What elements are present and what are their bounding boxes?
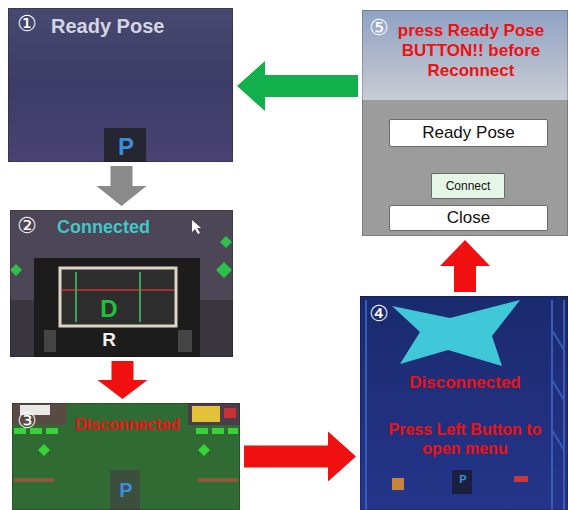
status-text: Ready Pose [51, 15, 164, 39]
dashboard-part [44, 330, 56, 352]
menu-button: Connect [431, 173, 505, 199]
status-text: Connected [57, 217, 150, 238]
scene-stripe [14, 478, 54, 482]
hud-diamond [10, 264, 22, 276]
screenshot-panel: ① Ready PoseP [8, 8, 233, 162]
panel-background [12, 403, 240, 510]
hud-diamond [216, 262, 232, 278]
gear-box [104, 128, 146, 162]
menu-button: Close [389, 205, 548, 231]
callout-number: ① [17, 11, 37, 37]
hud-diamond [198, 444, 210, 456]
screenshot-panel: ③ DisconnectedP [12, 403, 240, 510]
hud-bar [46, 428, 58, 434]
panel-background [8, 8, 233, 162]
hud-bar [228, 428, 238, 434]
flow-arrow [440, 240, 490, 292]
scene-clutter [192, 406, 220, 422]
gear-indicator: D [89, 295, 129, 323]
screenshot-panel: ② ConnectedDR [10, 210, 233, 357]
panel-background [10, 210, 233, 357]
scene-clutter [188, 403, 240, 425]
flow-arrow [98, 361, 148, 399]
hud-bar [212, 428, 224, 434]
screenshot-panel: ④ DisconnectedPress Left Button to open m… [360, 296, 568, 510]
scene-stripe [198, 478, 238, 482]
hud-diamond [38, 444, 50, 456]
callout-number: ⑤ [369, 15, 389, 41]
dashboard-part [178, 330, 192, 352]
scene-marker [514, 476, 528, 482]
scene-clutter [224, 408, 236, 418]
hud-bar [196, 428, 208, 434]
shifter-slot [139, 272, 141, 322]
gear-indicator: R [89, 329, 129, 351]
gear-indicator: P [105, 133, 147, 161]
gear-box [110, 470, 140, 510]
flow-arrow [97, 166, 147, 206]
button-label: Close [447, 208, 490, 228]
callout-number: ④ [369, 301, 389, 327]
scaffold [552, 380, 564, 400]
scaffold [552, 430, 564, 450]
scaffold [563, 300, 565, 510]
shifter-slot [75, 272, 77, 322]
menu-button: Ready Pose [389, 119, 548, 147]
gear-box [452, 470, 472, 494]
scaffold [365, 300, 367, 510]
callout-number: ② [17, 213, 37, 239]
flow-arrow [237, 61, 358, 111]
instruction-text: Press Left Button to open menu [387, 421, 543, 459]
shifter-frame [60, 268, 176, 326]
mouse-cursor [192, 220, 201, 234]
callout-number: ③ [17, 408, 37, 434]
panel-sky [362, 10, 568, 100]
status-text: Disconnected [75, 416, 180, 435]
warning-text: press Ready Pose BUTTON!! before Reconne… [391, 21, 551, 81]
button-label: Connect [446, 179, 491, 193]
screenshot-panel: ⑤press Ready Pose BUTTON!! before Reconn… [362, 10, 568, 236]
button-label: Ready Pose [422, 123, 515, 143]
gear-indicator: P [111, 479, 141, 503]
scaffold [552, 330, 564, 350]
dashboard [34, 258, 200, 357]
flow-arrow [244, 432, 356, 482]
hud-diamond [220, 236, 232, 248]
scene-marker [392, 478, 404, 490]
panel-background [362, 100, 568, 236]
shifter-line [62, 289, 174, 291]
gear-indicator: P [453, 473, 473, 486]
panel-background [360, 296, 568, 510]
status-text: Disconnected [387, 373, 543, 393]
sail-shape [392, 300, 520, 366]
